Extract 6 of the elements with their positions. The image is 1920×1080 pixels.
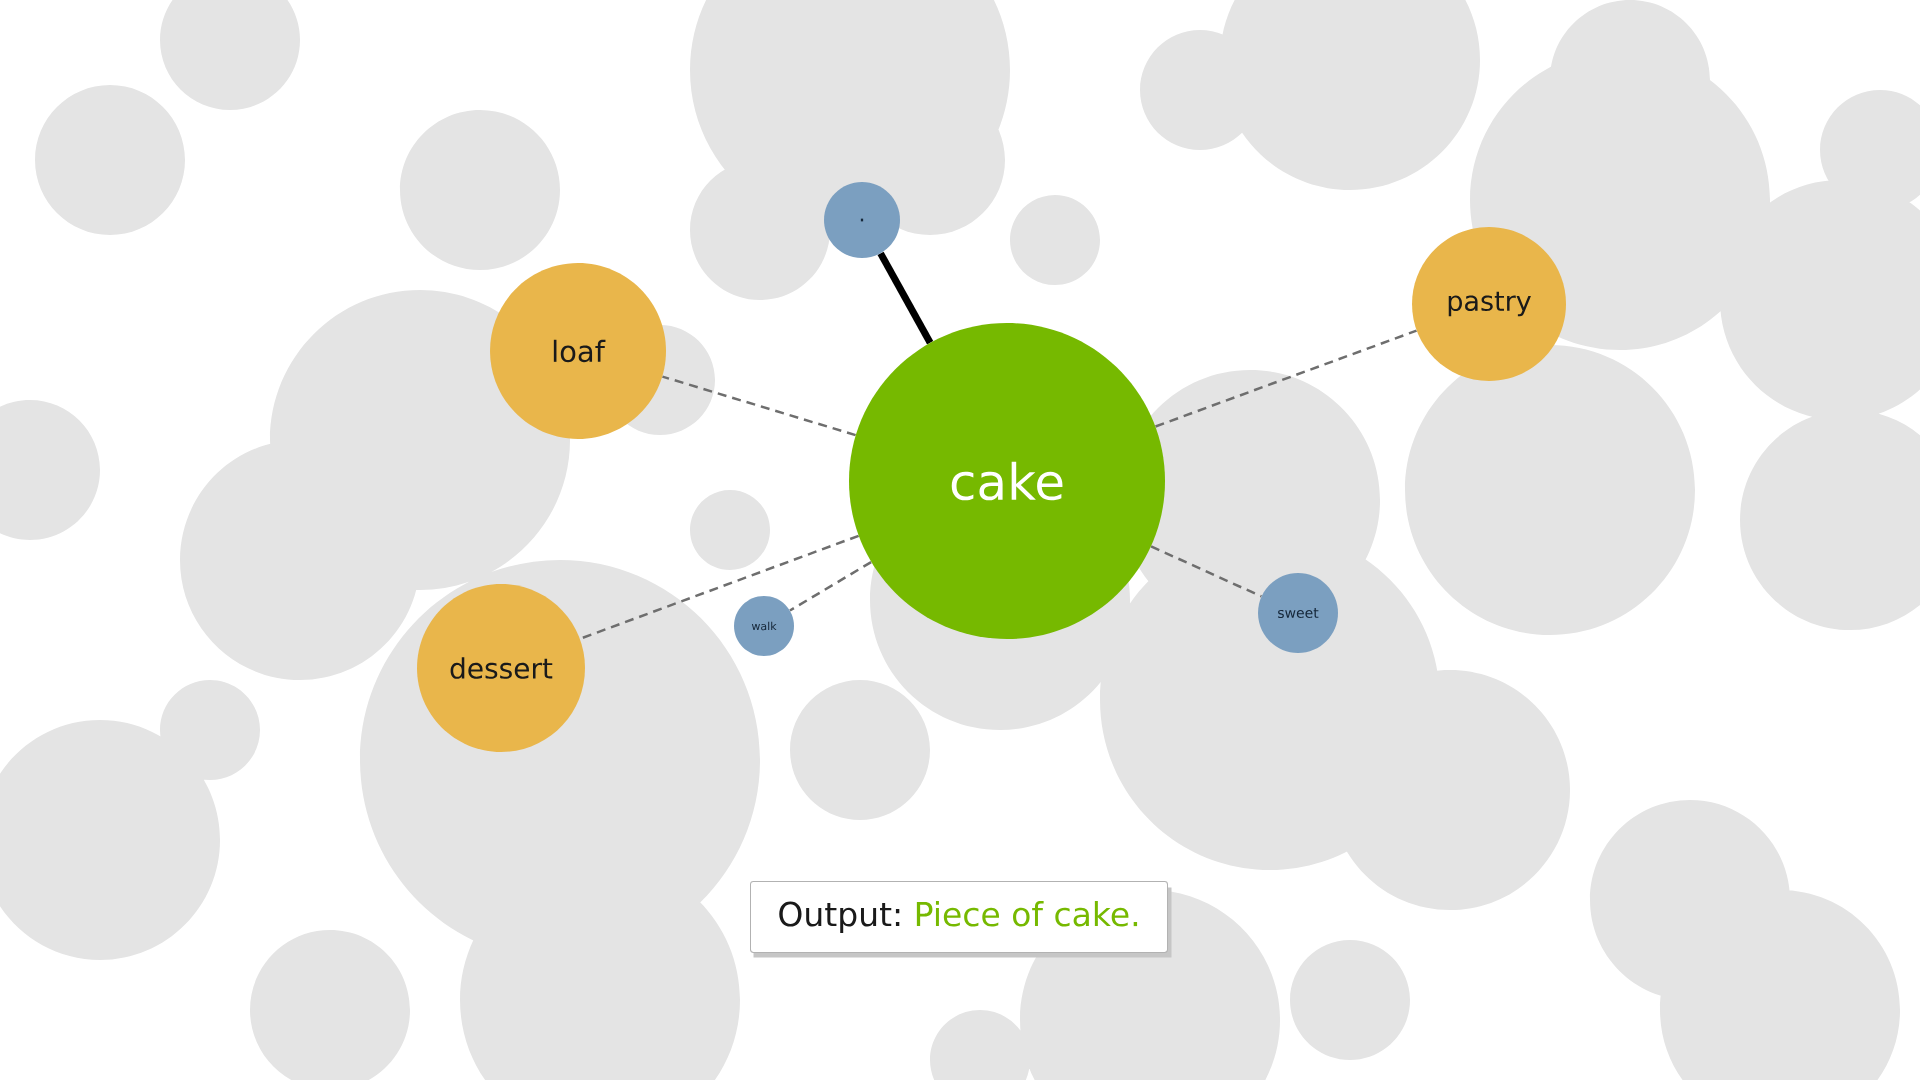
connector-line (1155, 329, 1417, 428)
output-box: Output: Piece of cake. (750, 881, 1172, 958)
connector-line (877, 251, 934, 345)
connector-line (1150, 545, 1262, 598)
connector-line (662, 375, 856, 437)
connector-line (789, 561, 872, 612)
